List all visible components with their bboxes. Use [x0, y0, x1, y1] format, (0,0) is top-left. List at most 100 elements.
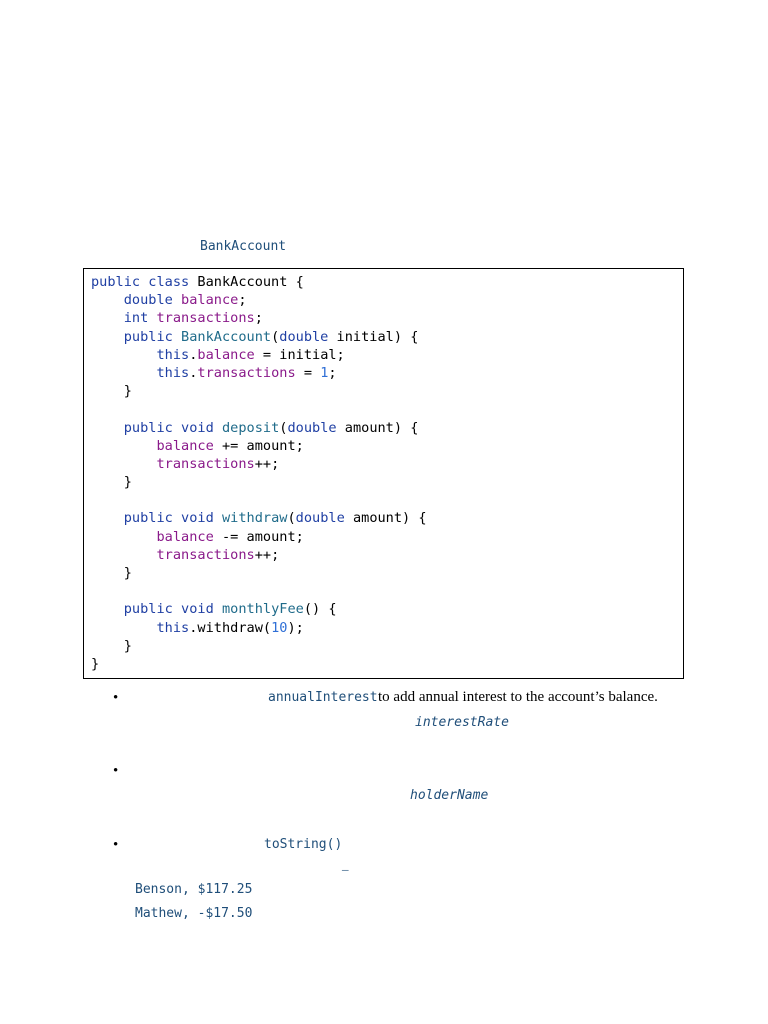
code-line: public BankAccount(double initial) { — [91, 328, 427, 346]
code-token — [91, 420, 124, 436]
code-token: balance — [156, 528, 214, 545]
code-line: this.transactions = 1; — [91, 364, 427, 382]
bullet-1-marker: • — [113, 690, 119, 706]
output-line-1: Benson, $117.25 — [135, 882, 253, 897]
output-line-2: Mathew, -$17.50 — [135, 906, 253, 921]
code-token — [173, 510, 181, 526]
code-token: = initial; — [254, 346, 345, 363]
code-token: initial) { — [328, 328, 419, 345]
code-line: } — [91, 382, 427, 400]
code-line: transactions++; — [91, 546, 427, 564]
code-token: deposit — [221, 419, 280, 436]
code-token: public — [91, 274, 141, 290]
code-token — [214, 510, 222, 526]
code-token: . — [189, 364, 198, 381]
code-token: public — [123, 419, 173, 436]
code-token — [91, 438, 156, 454]
code-line: public void monthlyFee() { — [91, 600, 427, 618]
code-token: public — [123, 601, 173, 618]
code-token — [173, 420, 181, 436]
code-token: } — [91, 383, 132, 400]
code-token: this — [156, 619, 190, 636]
code-line — [91, 400, 427, 418]
code-token: balance — [181, 292, 239, 309]
code-line: transactions++; — [91, 455, 427, 473]
underscore-mark: _ — [342, 857, 349, 872]
code-token: ; — [328, 364, 337, 381]
code-line — [91, 582, 427, 600]
code-token: monthlyFee — [221, 601, 304, 618]
code-token — [91, 347, 156, 363]
code-token: class — [148, 274, 190, 290]
bullet-3-marker: • — [113, 837, 119, 853]
class-name-label: BankAccount — [200, 239, 287, 254]
code-token: . — [189, 346, 198, 363]
code-listing: public class BankAccount { double balanc… — [91, 273, 427, 673]
bullet-1-code: annualInterest — [268, 690, 378, 705]
code-token: balance — [156, 437, 214, 454]
code-token: } — [91, 474, 132, 491]
code-token: void — [181, 419, 214, 436]
code-token: withdraw — [221, 510, 288, 527]
code-token: public — [123, 328, 173, 345]
code-line: int transactions; — [91, 309, 427, 327]
code-token: ; — [238, 292, 247, 309]
code-token: BankAccount { — [189, 274, 304, 290]
code-listing-box: public class BankAccount { double balanc… — [83, 268, 684, 679]
code-token: } — [91, 565, 132, 581]
code-token: transactions — [156, 546, 255, 563]
code-token: void — [181, 510, 214, 527]
code-token: amount) { — [344, 510, 427, 527]
bullet-2-subcode: holderName — [410, 788, 489, 803]
code-token — [214, 601, 222, 617]
code-token: -= amount; — [213, 528, 304, 545]
code-line: balance -= amount; — [91, 528, 427, 546]
code-token: ; — [254, 310, 263, 327]
code-line: } — [91, 655, 427, 673]
code-line: public class BankAccount { — [91, 273, 427, 291]
code-token: ++; — [254, 546, 280, 563]
code-token — [173, 329, 181, 345]
code-token: 1 — [320, 364, 329, 381]
code-token: = — [295, 364, 321, 381]
code-token: BankAccount — [181, 328, 272, 345]
code-token — [91, 329, 124, 345]
bullet-3-code: toString() — [264, 837, 343, 852]
code-line: double balance; — [91, 291, 427, 309]
code-token: double — [295, 510, 345, 527]
code-token: () { — [303, 601, 337, 618]
code-token: transactions — [156, 310, 255, 327]
bullet-2-marker: • — [113, 763, 119, 779]
code-token — [91, 365, 156, 381]
code-line: } — [91, 564, 427, 582]
code-line: } — [91, 473, 427, 491]
code-token: ( — [279, 419, 288, 436]
code-line: public void withdraw(double amount) { — [91, 509, 427, 527]
code-token: ( — [287, 510, 296, 527]
code-token: balance — [197, 346, 255, 363]
code-token — [91, 310, 124, 326]
code-token: ++; — [254, 455, 280, 472]
code-token: transactions — [197, 364, 296, 381]
code-line: this.balance = initial; — [91, 346, 427, 364]
code-token: } — [91, 655, 100, 672]
bullet-1-subcode: interestRate — [415, 715, 509, 730]
code-token: void — [181, 601, 214, 618]
code-token: } — [91, 637, 132, 654]
code-token: double — [287, 419, 337, 436]
code-token: public — [123, 510, 173, 527]
code-token — [91, 456, 156, 472]
code-token — [91, 292, 124, 308]
code-token: amount) { — [336, 419, 419, 436]
code-token: double — [123, 292, 173, 309]
code-line: this.withdraw(10); — [91, 619, 427, 637]
code-token: .withdraw( — [189, 619, 272, 636]
code-token: += amount; — [213, 437, 304, 454]
code-token — [148, 310, 156, 326]
code-token — [91, 510, 124, 526]
code-token — [91, 529, 156, 545]
code-token — [91, 601, 124, 617]
code-token: double — [279, 328, 329, 345]
code-token — [173, 601, 181, 617]
code-line: public void deposit(double amount) { — [91, 419, 427, 437]
